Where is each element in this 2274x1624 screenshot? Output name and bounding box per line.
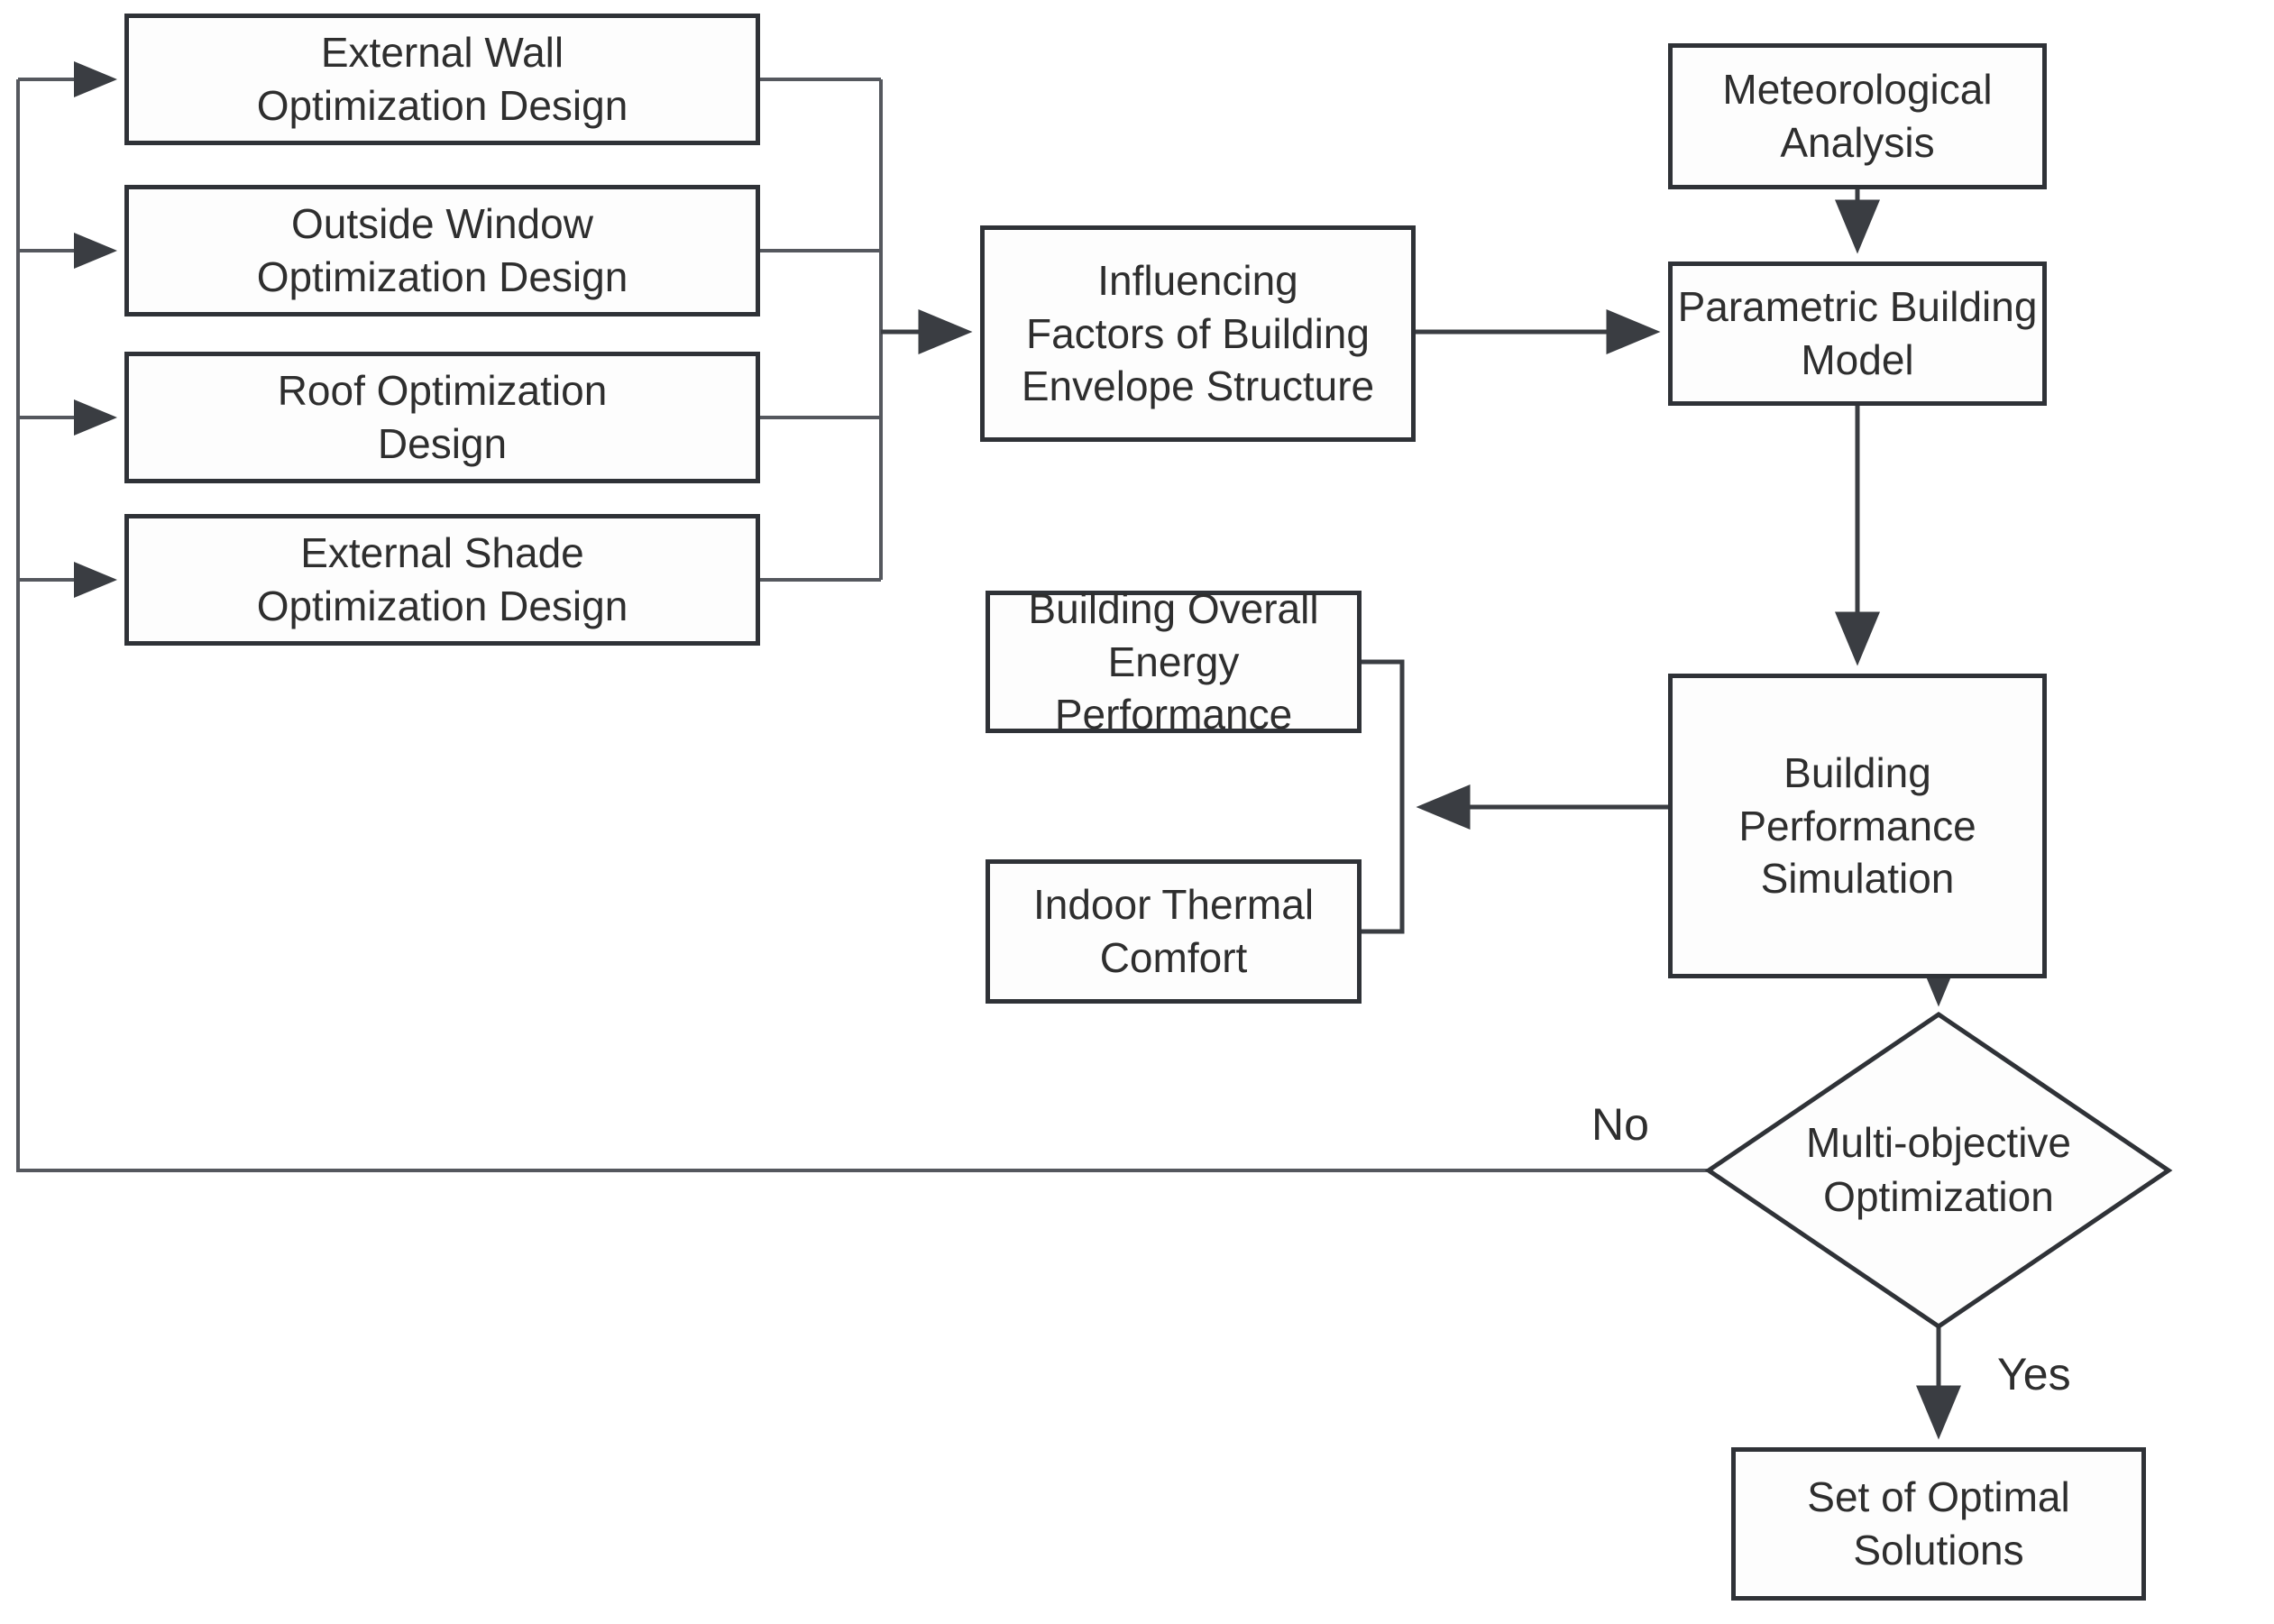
node-outside-window: Outside Window Optimization Design	[124, 185, 760, 317]
no-feedback-line	[16, 79, 1709, 1172]
node-parametric-building-model: Parametric Building Model	[1668, 261, 2047, 406]
node-meteorological-analysis: Meteorological Analysis	[1668, 43, 2047, 189]
node-external-wall: External Wall Optimization Design	[124, 14, 760, 145]
results-bracket	[1362, 659, 1405, 934]
multi-objective-diamond-label: Multi-objective Optimization	[1806, 1119, 2071, 1220]
node-external-shade: External Shade Optimization Design	[124, 514, 760, 646]
node-overall-energy-performance: Building Overall Energy Performance	[986, 585, 1362, 738]
node-influencing-factors: Influencing Factors of Building Envelope…	[980, 225, 1416, 442]
yes-edge-label: Yes	[1997, 1349, 2071, 1399]
no-edge-label: No	[1591, 1099, 1649, 1150]
node-set-of-optimal-solutions: Set of Optimal Solutions	[1731, 1447, 2146, 1601]
node-building-performance-simulation: Building Performance Simulation	[1668, 674, 2047, 978]
node-indoor-thermal-comfort: Indoor Thermal Comfort	[986, 859, 1362, 1004]
node-roof: Roof Optimization Design	[124, 352, 760, 483]
multi-objective-diamond	[1704, 1011, 2173, 1330]
